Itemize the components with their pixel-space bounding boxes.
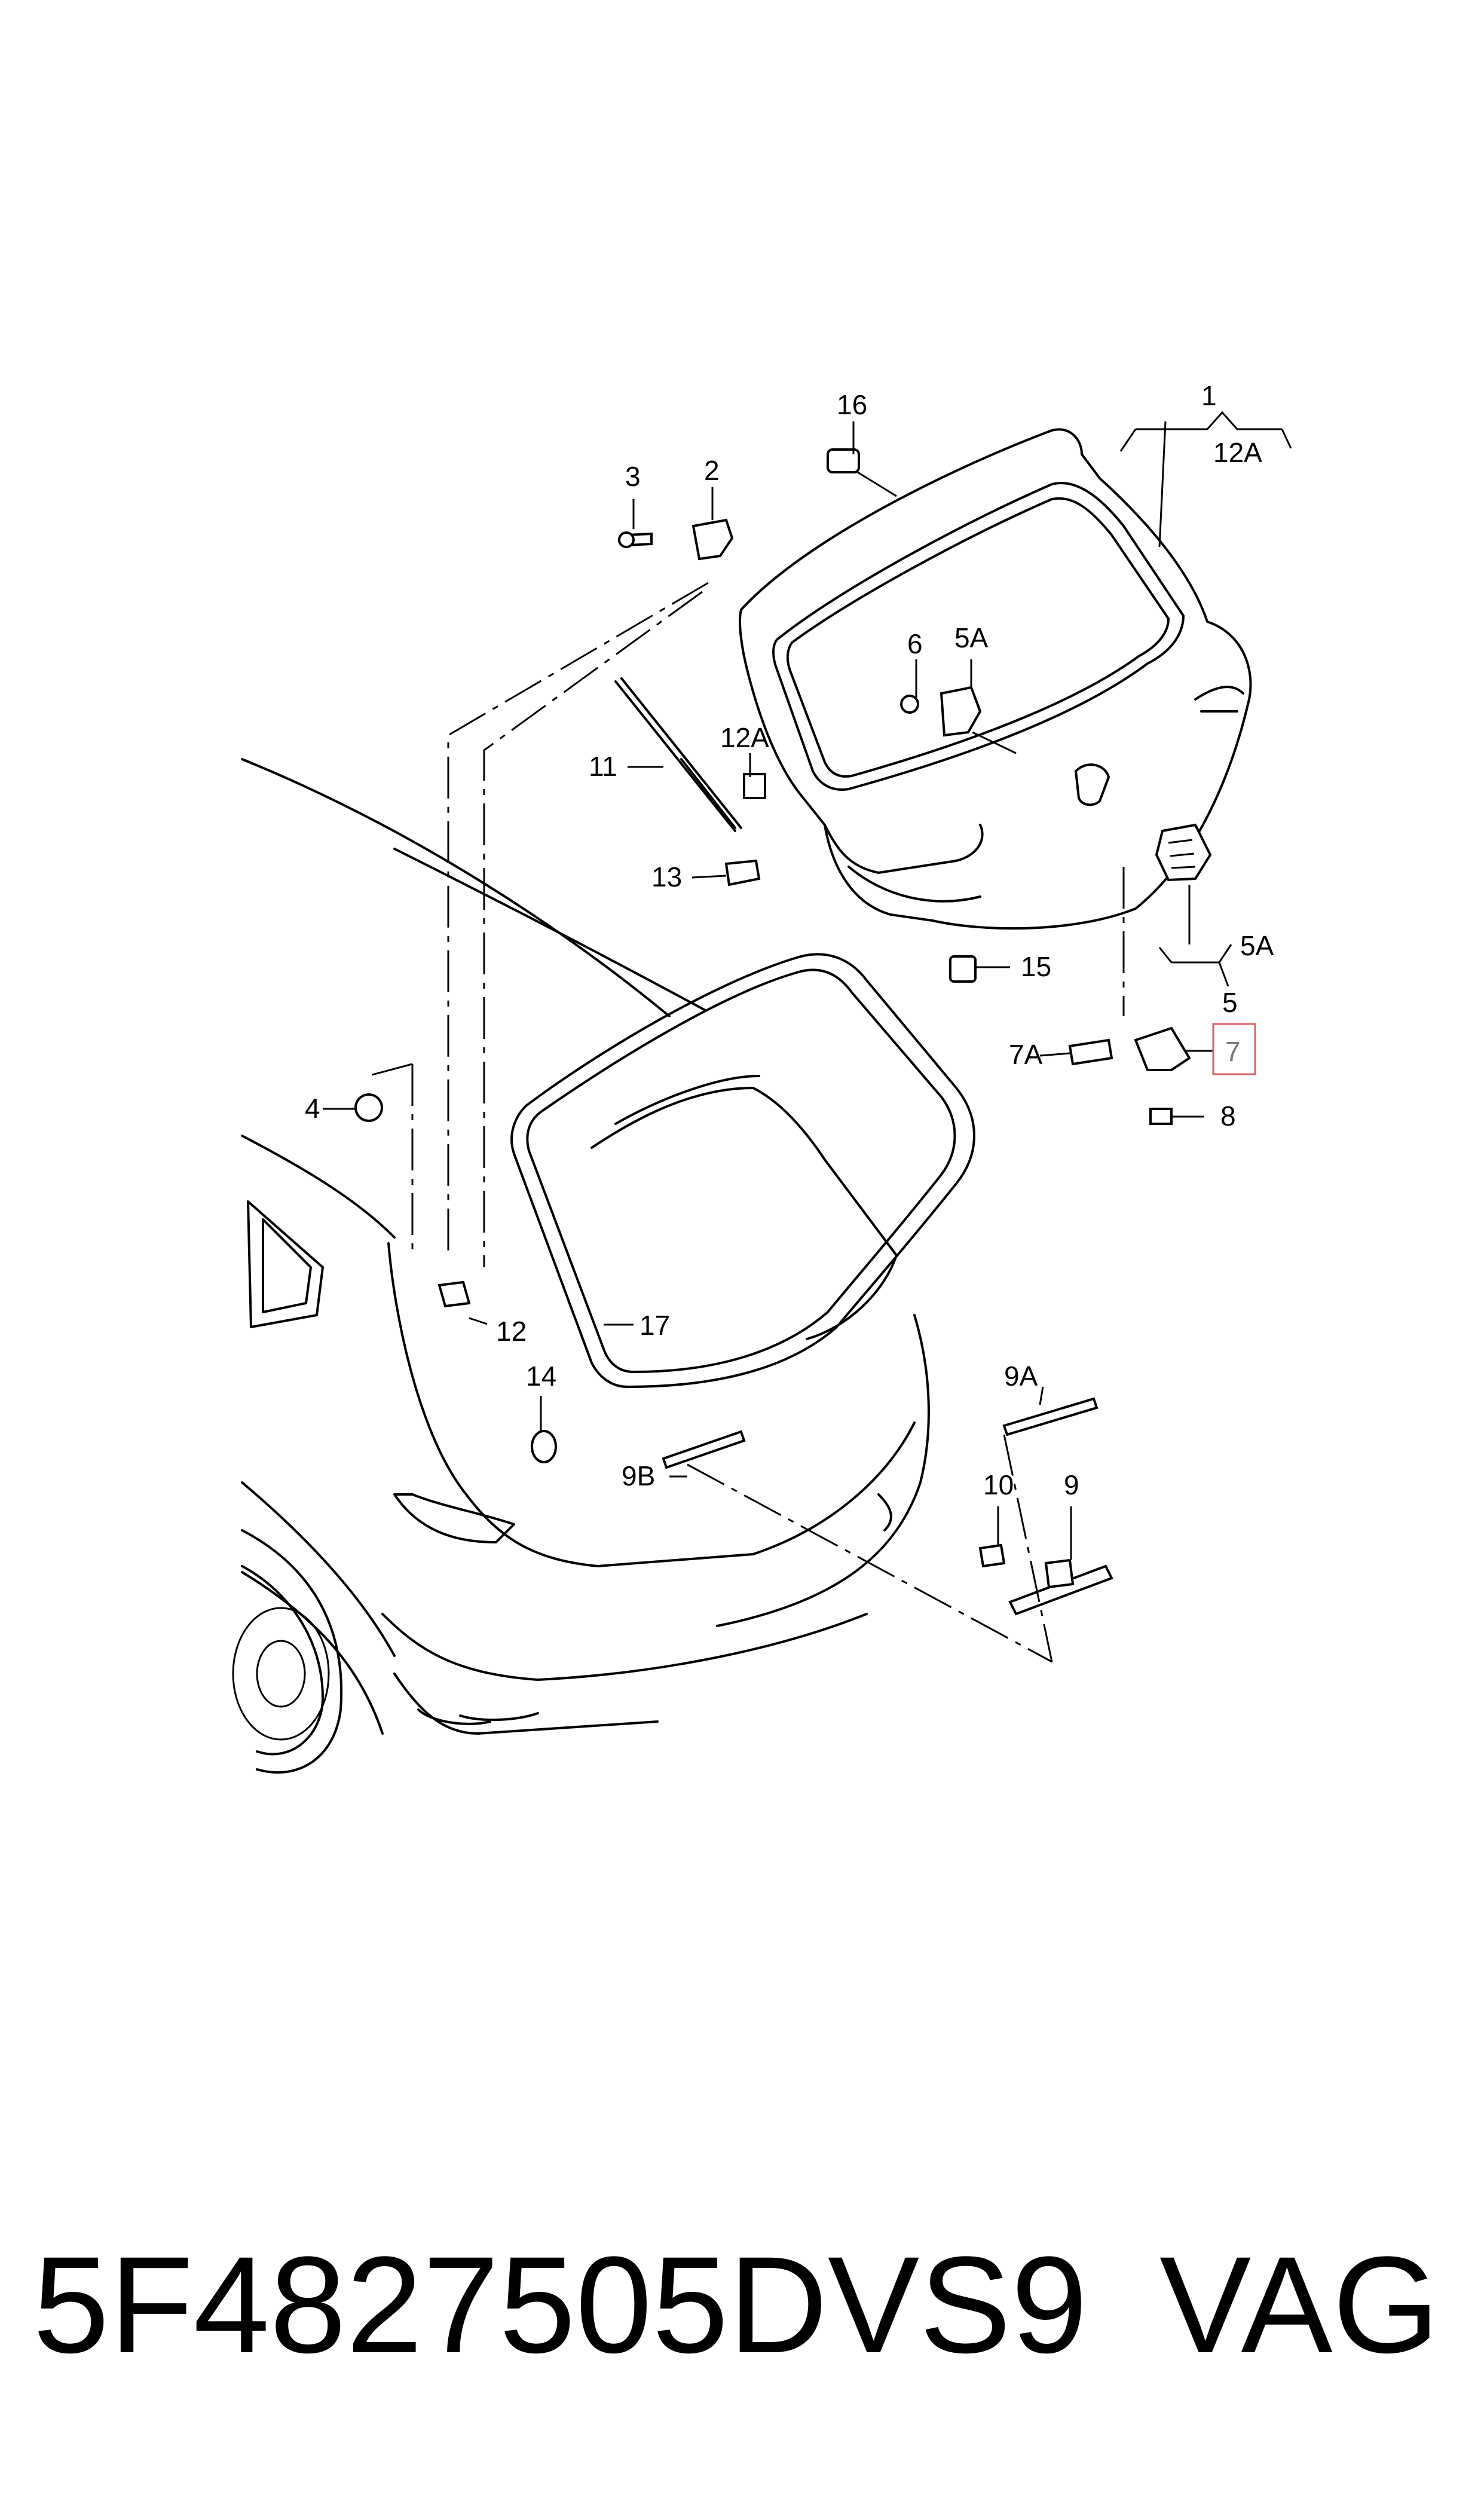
assembly-lines (367, 582, 1125, 1663)
part-number: 5F4827505DVS9 (33, 2228, 1088, 2382)
callout-1: 1 (1201, 380, 1217, 411)
callout-12A-mid: 12A (720, 722, 769, 753)
tailgate-seal (510, 953, 975, 1388)
callout-4: 4 (305, 1093, 320, 1124)
callout-9B: 9B (622, 1460, 655, 1491)
callout-13: 13 (651, 861, 682, 892)
callout-10: 10 (983, 1469, 1014, 1500)
callout-5A-right: 5A (1240, 930, 1274, 961)
rear-wheel (232, 1529, 342, 1774)
parts-small (354, 448, 1212, 1616)
callout-11: 11 (589, 751, 617, 782)
car-body (232, 758, 930, 1774)
callout-12A-top: 12A (1213, 437, 1262, 468)
callout-15: 15 (1021, 951, 1051, 982)
callout-5: 5 (1222, 987, 1238, 1018)
callout-8: 8 (1220, 1100, 1236, 1132)
callout-17: 17 (640, 1310, 670, 1341)
callout-7-highlight (1212, 1023, 1256, 1075)
callout-3: 3 (625, 461, 641, 492)
callout-9A: 9A (1004, 1361, 1038, 1392)
brand-label: VAG (1159, 2228, 1440, 2382)
callout-5A-top: 5A (954, 622, 989, 653)
callout-12: 12 (496, 1316, 527, 1347)
callout-7: 7 (1225, 1036, 1241, 1067)
callout-7A: 7A (1009, 1039, 1043, 1070)
tailgate (739, 428, 1252, 930)
leader-lines (323, 411, 1292, 1560)
callout-2: 2 (704, 455, 720, 486)
callout-6: 6 (907, 628, 923, 659)
callout-9: 9 (1064, 1469, 1079, 1500)
callout-labels: 1 12A 16 3 2 6 5A 11 12A 13 15 5A 5 7A 7… (305, 380, 1274, 1500)
callout-16: 16 (837, 389, 867, 420)
callout-14: 14 (526, 1361, 556, 1392)
